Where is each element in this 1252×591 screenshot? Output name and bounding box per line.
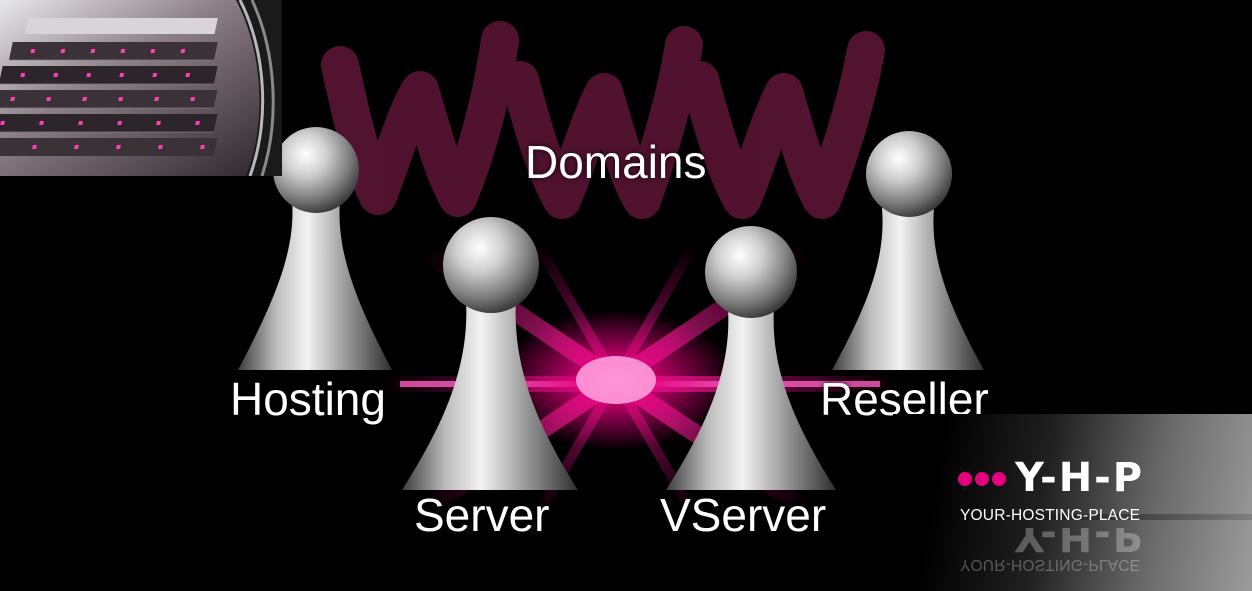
dot-icon — [992, 472, 1006, 486]
pawn-figure-icon — [832, 131, 984, 370]
yhp-logo: Y-H-P YOUR-HOSTING-PLACE Y-H-P YOUR-HOST… — [958, 458, 1198, 573]
pawn-figure-icon — [238, 127, 392, 370]
dot-icon — [975, 472, 989, 486]
label-domains: Domains — [525, 136, 707, 188]
logo-tagline-reflection: YOUR-HOSTING-PLACE — [960, 556, 1141, 573]
logo-dots — [958, 472, 1006, 486]
server-rack-photo — [0, 0, 282, 176]
dot-icon — [958, 472, 972, 486]
label-vserver: VServer — [660, 489, 827, 541]
logo-mark: Y-H-P — [1015, 455, 1145, 501]
logo-tagline: YOUR-HOSTING-PLACE — [960, 507, 1141, 524]
logo-mark-reflection: Y-H-P — [1015, 528, 1145, 559]
www-watermark-icon — [321, 21, 885, 219]
logo-reflection: Y-H-P YOUR-HOSTING-PLACE — [958, 528, 1198, 576]
logo-panel — [893, 414, 1252, 591]
pawn-figure-icon — [402, 217, 578, 490]
label-hosting: Hosting — [230, 373, 386, 425]
pawn-figure-icon — [666, 226, 836, 490]
label-server: Server — [414, 489, 550, 541]
